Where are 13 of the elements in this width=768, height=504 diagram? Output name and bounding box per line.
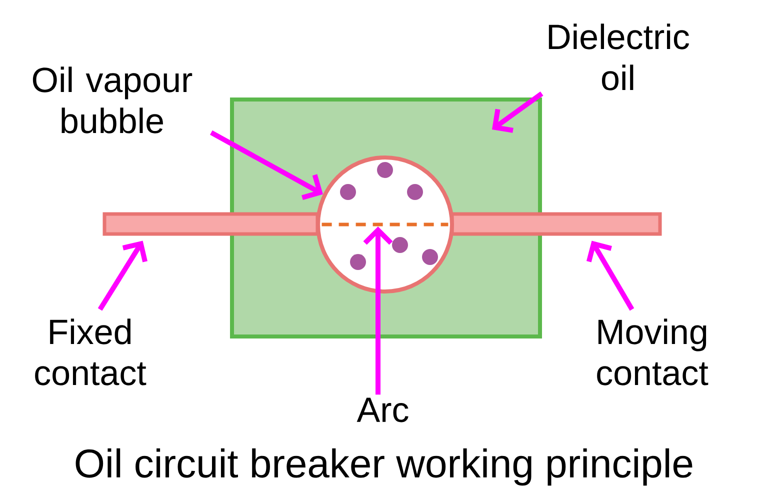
title: Oil circuit breaker working principle: [76, 448, 692, 486]
vapour-bubble: [316, 156, 454, 294]
label-text: Dielectric oil: [548, 24, 689, 90]
label-text: Fixed contact: [35, 318, 146, 386]
arrow: [586, 240, 634, 311]
arrow: [363, 226, 393, 395]
label-text: Moving contact: [597, 318, 708, 386]
label-text: Oil vapour bubble: [32, 66, 192, 134]
arc-line: [322, 222, 448, 226]
contact-bar: [450, 212, 662, 236]
label-text: Arc: [356, 398, 408, 422]
contact-bar: [102, 212, 320, 236]
arrow: [98, 240, 148, 311]
